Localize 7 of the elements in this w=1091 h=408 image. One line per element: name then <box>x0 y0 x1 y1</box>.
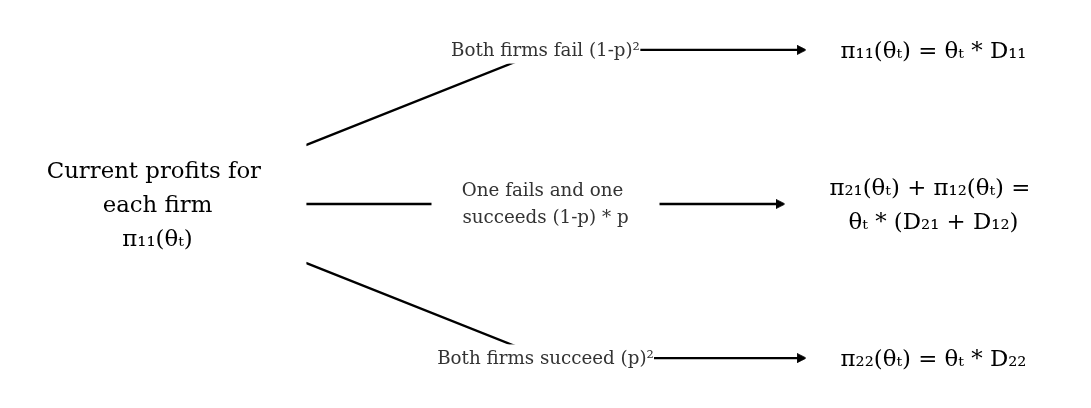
node-text: π₂₂(θₜ) = θₜ * D₂₂ <box>840 344 1027 372</box>
edge-label: Both firms succeed (p)² <box>437 346 654 369</box>
node-text: π₁₁(θₜ) = θₜ * D₁₁ <box>840 36 1027 64</box>
edge-label: One fails and one succeeds (1-p) * p <box>461 178 629 228</box>
edge-label: Both firms fail (1-p)² <box>451 38 640 61</box>
node-text: π₂₁(θₜ) + π₁₂(θₜ) = θₜ * (D₂₁ + D₁₂) <box>829 173 1031 235</box>
node-text: Current profits for each firm π₁₁(θₜ) <box>46 156 262 252</box>
